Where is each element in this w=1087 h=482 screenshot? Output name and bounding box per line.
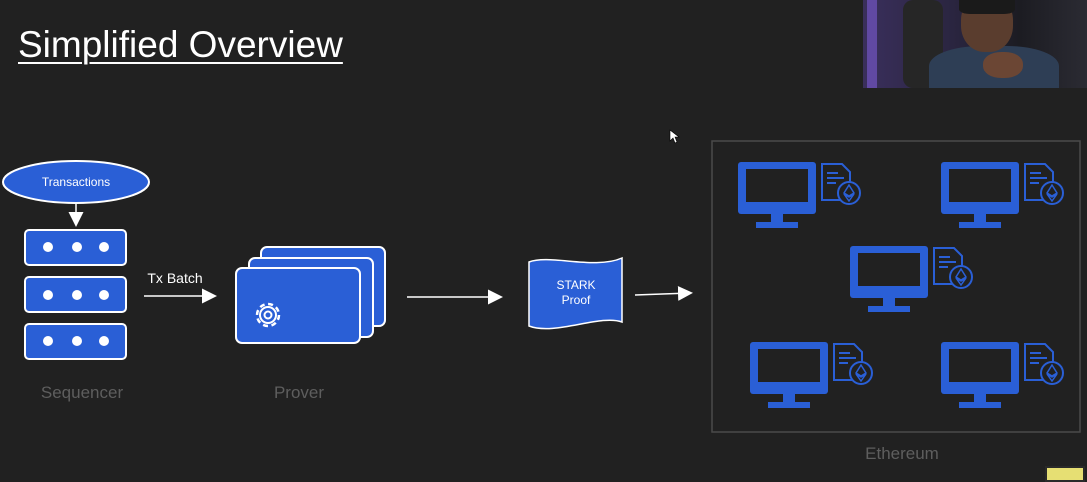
prover-icon: [235, 246, 386, 344]
corner-logo-icon: [1045, 466, 1085, 482]
proof-to-ethereum-arrow: [634, 285, 693, 301]
sequencer-label: Sequencer: [41, 383, 124, 402]
tx-batch-label: Tx Batch: [147, 270, 202, 286]
prover-label: Prover: [274, 383, 324, 402]
ethereum-node-1: [738, 162, 861, 228]
gear-icon: [255, 302, 281, 328]
eth-document-icon: [1024, 343, 1064, 385]
stark-proof-line1: STARK: [556, 278, 595, 292]
ethereum-node-2: [941, 162, 1064, 228]
ethereum-frame: [711, 140, 1081, 433]
transactions-node: Transactions: [2, 160, 150, 204]
transactions-label: Transactions: [42, 175, 110, 189]
sequencer-icon: [24, 229, 127, 360]
stark-proof-line2: Proof: [562, 293, 591, 307]
ethereum-label: Ethereum: [865, 444, 939, 463]
eth-document-icon: [1024, 163, 1064, 205]
ethereum-node-4: [750, 342, 873, 408]
ethereum-node-3: [850, 246, 973, 312]
page-title: Simplified Overview: [18, 24, 343, 65]
stark-proof-node: STARK Proof: [528, 256, 623, 330]
eth-document-icon: [833, 343, 873, 385]
mouse-pointer-icon: [669, 129, 680, 144]
eth-document-icon: [933, 247, 973, 289]
eth-document-icon: [821, 163, 861, 205]
presenter-webcam: [863, 0, 1087, 88]
ethereum-node-5: [941, 342, 1064, 408]
